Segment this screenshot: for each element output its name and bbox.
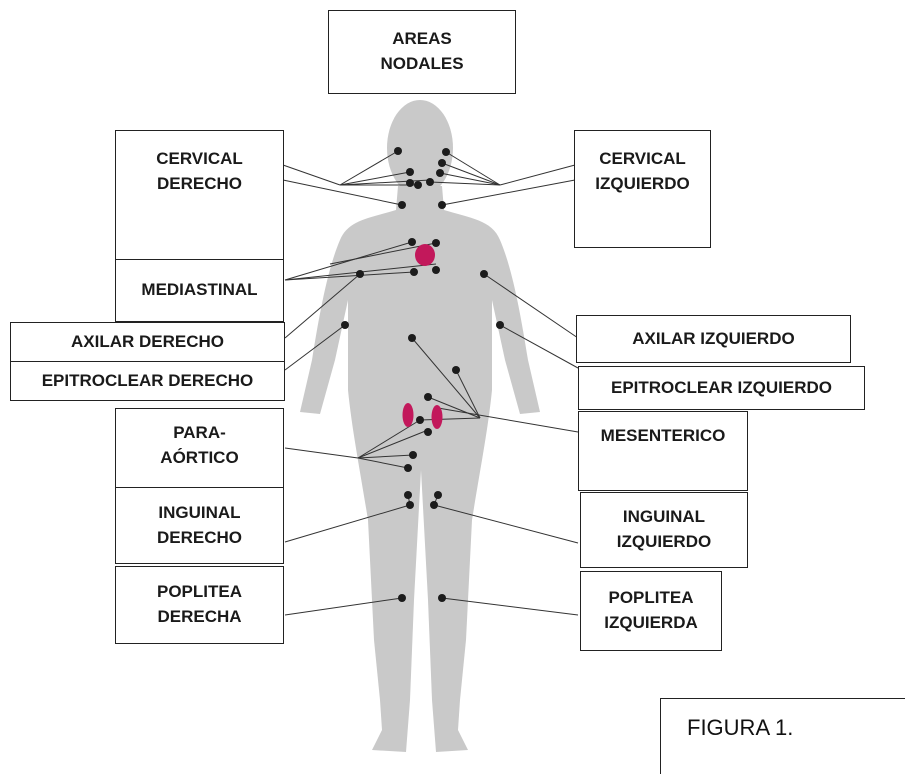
label-line: AXILAR IZQUIERDO bbox=[632, 327, 794, 352]
node-dot bbox=[406, 168, 414, 176]
label-line: INGUINAL bbox=[158, 501, 240, 526]
epitroclear-izquierdo-label: EPITROCLEAR IZQUIERDO bbox=[578, 366, 865, 410]
body-silhouette bbox=[300, 100, 540, 752]
label-line: MEDIASTINAL bbox=[141, 278, 257, 303]
node-dot bbox=[432, 239, 440, 247]
heart-organ bbox=[415, 244, 435, 266]
right-kidney-organ bbox=[403, 403, 414, 427]
label-line: CERVICAL bbox=[599, 147, 686, 172]
label-line: AXILAR DERECHO bbox=[71, 330, 224, 355]
node-dot bbox=[426, 178, 434, 186]
epitroclear-derecho-label: EPITROCLEAR DERECHO bbox=[10, 361, 285, 401]
poplitea-izquierda-label: POPLITEA IZQUIERDA bbox=[580, 571, 722, 651]
left-kidney-organ bbox=[432, 405, 443, 429]
node-dot bbox=[416, 416, 424, 424]
node-dot bbox=[408, 334, 416, 342]
label-line: AÓRTICO bbox=[160, 446, 238, 471]
torso-shape bbox=[300, 186, 540, 752]
node-dot bbox=[438, 159, 446, 167]
node-dot bbox=[410, 268, 418, 276]
mesenterico-label: MESENTERICO bbox=[578, 411, 748, 491]
label-line: DERECHO bbox=[157, 172, 242, 197]
cervical-izquierdo-label: CERVICAL IZQUIERDO bbox=[574, 130, 711, 248]
axilar-derecho-label: AXILAR DERECHO bbox=[10, 322, 285, 362]
node-dot bbox=[394, 147, 402, 155]
label-line: DERECHA bbox=[157, 605, 241, 630]
node-dot bbox=[452, 366, 460, 374]
node-dot bbox=[438, 201, 446, 209]
mediastinal-label: MEDIASTINAL bbox=[115, 259, 284, 322]
node-dot bbox=[398, 201, 406, 209]
node-dot bbox=[424, 393, 432, 401]
node-dot bbox=[406, 501, 414, 509]
label-line: EPITROCLEAR DERECHO bbox=[42, 369, 254, 394]
inguinal-izquierdo-label: INGUINAL IZQUIERDO bbox=[580, 492, 748, 568]
node-dot bbox=[496, 321, 504, 329]
title-line-2: NODALES bbox=[380, 52, 463, 77]
label-line: PARA- bbox=[173, 421, 226, 446]
inguinal-derecho-label: INGUINAL DERECHO bbox=[115, 487, 284, 564]
figure-caption: FIGURA 1. bbox=[687, 715, 793, 740]
node-dot bbox=[430, 501, 438, 509]
node-dot bbox=[408, 238, 416, 246]
label-line: DERECHO bbox=[157, 526, 242, 551]
node-dot bbox=[442, 148, 450, 156]
node-dot bbox=[404, 491, 412, 499]
node-dot bbox=[404, 464, 412, 472]
poplitea-derecha-label: POPLITEA DERECHA bbox=[115, 566, 284, 644]
node-dot bbox=[424, 428, 432, 436]
label-line: EPITROCLEAR IZQUIERDO bbox=[611, 376, 832, 401]
title-line-1: AREAS bbox=[392, 27, 452, 52]
node-dot bbox=[398, 594, 406, 602]
axilar-izquierdo-label: AXILAR IZQUIERDO bbox=[576, 315, 851, 363]
label-line: POPLITEA bbox=[157, 580, 242, 605]
node-dot bbox=[409, 451, 417, 459]
node-dot bbox=[432, 266, 440, 274]
node-dot bbox=[438, 594, 446, 602]
title-box: AREAS NODALES bbox=[328, 10, 516, 94]
node-dot bbox=[434, 491, 442, 499]
para-aortico-label: PARA- AÓRTICO bbox=[115, 408, 284, 488]
node-dot bbox=[356, 270, 364, 278]
node-dot bbox=[406, 179, 414, 187]
cervical-derecho-label: CERVICAL DERECHO bbox=[115, 130, 284, 260]
label-line: IZQUIERDO bbox=[617, 530, 711, 555]
node-dot bbox=[436, 169, 444, 177]
label-line: INGUINAL bbox=[623, 505, 705, 530]
node-dot bbox=[341, 321, 349, 329]
label-line: CERVICAL bbox=[156, 147, 243, 172]
figure-caption-box: FIGURA 1. bbox=[660, 698, 905, 774]
neck-shape bbox=[400, 185, 440, 210]
label-line: POPLITEA bbox=[608, 586, 693, 611]
node-dot bbox=[414, 181, 422, 189]
label-line: MESENTERICO bbox=[601, 424, 726, 449]
label-line: IZQUIERDA bbox=[604, 611, 698, 636]
node-dot bbox=[480, 270, 488, 278]
label-line: IZQUIERDO bbox=[595, 172, 689, 197]
